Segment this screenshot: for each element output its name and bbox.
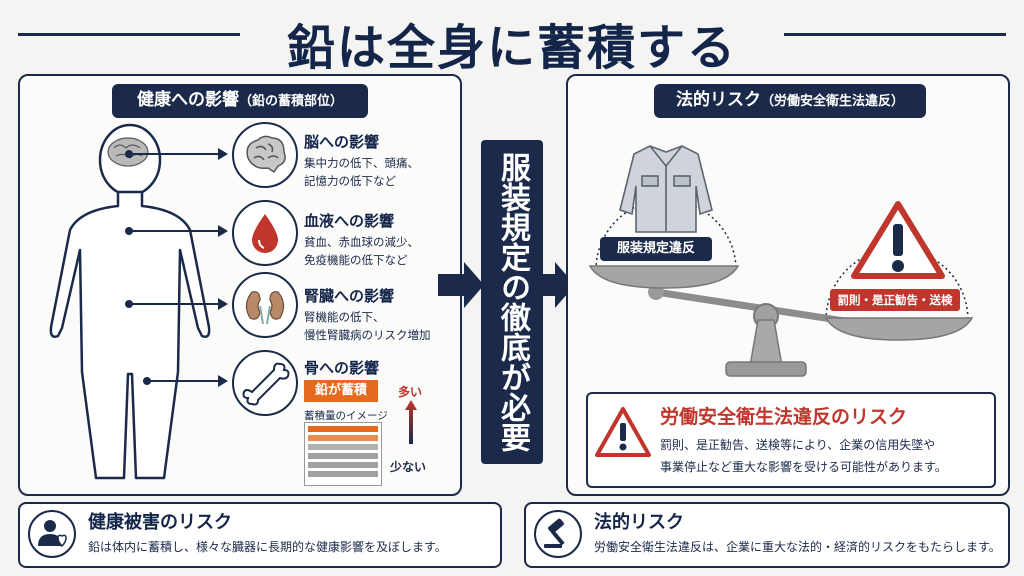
lead-accumulation-badge: 鉛が蓄積: [304, 380, 378, 402]
legal-risk-text-1: 罰則、是正勧告、送検等により、企業の信用失墜や: [660, 438, 936, 452]
kidney-effect-title: 腎臓への影響: [304, 287, 395, 305]
health-heading-sub: （鉛の蓄積部位）: [238, 94, 343, 109]
bar-level-6: [308, 471, 378, 477]
legal-heading-text: 法的リスク: [675, 90, 761, 110]
arrow-to-blood: [125, 225, 228, 237]
title-rule-left: [18, 33, 240, 36]
legal-heading-sub: （労働安全衛生法違反）: [760, 94, 904, 109]
blood-effect-title: 血液への影響: [304, 212, 395, 230]
brain-effect-desc: 集中力の低下、頭痛、 記憶力の低下など: [304, 156, 419, 188]
health-risk-card: [18, 502, 502, 568]
dress-code-banner: 服装規定の徹底が必要: [481, 140, 543, 464]
gavel-icon: [534, 510, 582, 558]
dress-code-violation-label: 服装規定違反: [600, 237, 712, 261]
page-title: 鉛は全身に蓄積する: [286, 20, 737, 76]
title-rule-right: [784, 33, 1006, 36]
less-label: 少ない: [390, 460, 427, 474]
legal-panel-heading: 法的リスク（労働安全衛生法違反）: [654, 84, 926, 118]
person-heart-icon: [28, 510, 76, 558]
bar-level-1: [308, 426, 378, 432]
arrow-to-brain: [125, 148, 228, 160]
arrow-to-kidney: [125, 298, 228, 310]
penalty-label: 罰則・是正勧告・送検: [830, 289, 960, 311]
bar-level-2: [308, 435, 378, 441]
kidney-effect-desc: 腎機能の低下、 慢性腎臓病のリスク増加: [304, 310, 431, 342]
balance-scale-icon: [588, 145, 974, 377]
blood-effect-desc: 貧血、赤血球の減少、 免疫機能の低下など: [304, 235, 419, 267]
blood-drop-icon: [232, 200, 298, 266]
kidney-icon: [232, 272, 298, 338]
legal-risk-card-text: 労働安全衛生法違反は、企業に重大な法的・経済的リスクをもたらします。: [594, 540, 1001, 554]
legal-risk-card: [524, 502, 1010, 568]
bone-effect-title: 骨への影響: [304, 359, 380, 377]
legal-risk-text-2: 事業停止など重大な影響を受ける可能性があります。: [660, 460, 947, 474]
legal-risk-card-title: 法的リスク: [594, 512, 684, 533]
health-risk-text: 鉛は体内に蓄積し、様々な臓器に長期的な健康影響を及ぼします。: [88, 540, 447, 554]
human-body-icon: [49, 123, 211, 480]
bone-icon: [232, 350, 298, 416]
health-panel-heading: 健康への影響（鉛の蓄積部位）: [112, 84, 368, 118]
work-jacket-icon: [619, 145, 713, 233]
brain-icon: [232, 122, 298, 188]
legal-risk-title: 労働安全衛生法違反のリスク: [660, 406, 908, 428]
bar-level-4: [308, 453, 378, 459]
arrow-right-icon: [438, 262, 484, 308]
more-label: 多い: [398, 385, 423, 399]
warning-icon-small: [595, 407, 651, 457]
accumulation-bars: [304, 422, 382, 486]
accumulation-label: 蓄積量のイメージ: [304, 410, 388, 422]
warning-triangle-icon: [851, 201, 945, 279]
arrow-right-icon-2: [543, 262, 575, 308]
amount-gradient-arrow: [405, 400, 417, 444]
brain-effect-title: 脳への影響: [304, 133, 380, 151]
bar-level-3: [308, 444, 378, 450]
arrow-to-bone: [143, 375, 228, 387]
health-heading-text: 健康への影響: [136, 90, 239, 110]
health-risk-title: 健康被害のリスク: [88, 512, 232, 533]
bar-level-5: [308, 462, 378, 468]
legal-risk-box: [586, 392, 996, 488]
